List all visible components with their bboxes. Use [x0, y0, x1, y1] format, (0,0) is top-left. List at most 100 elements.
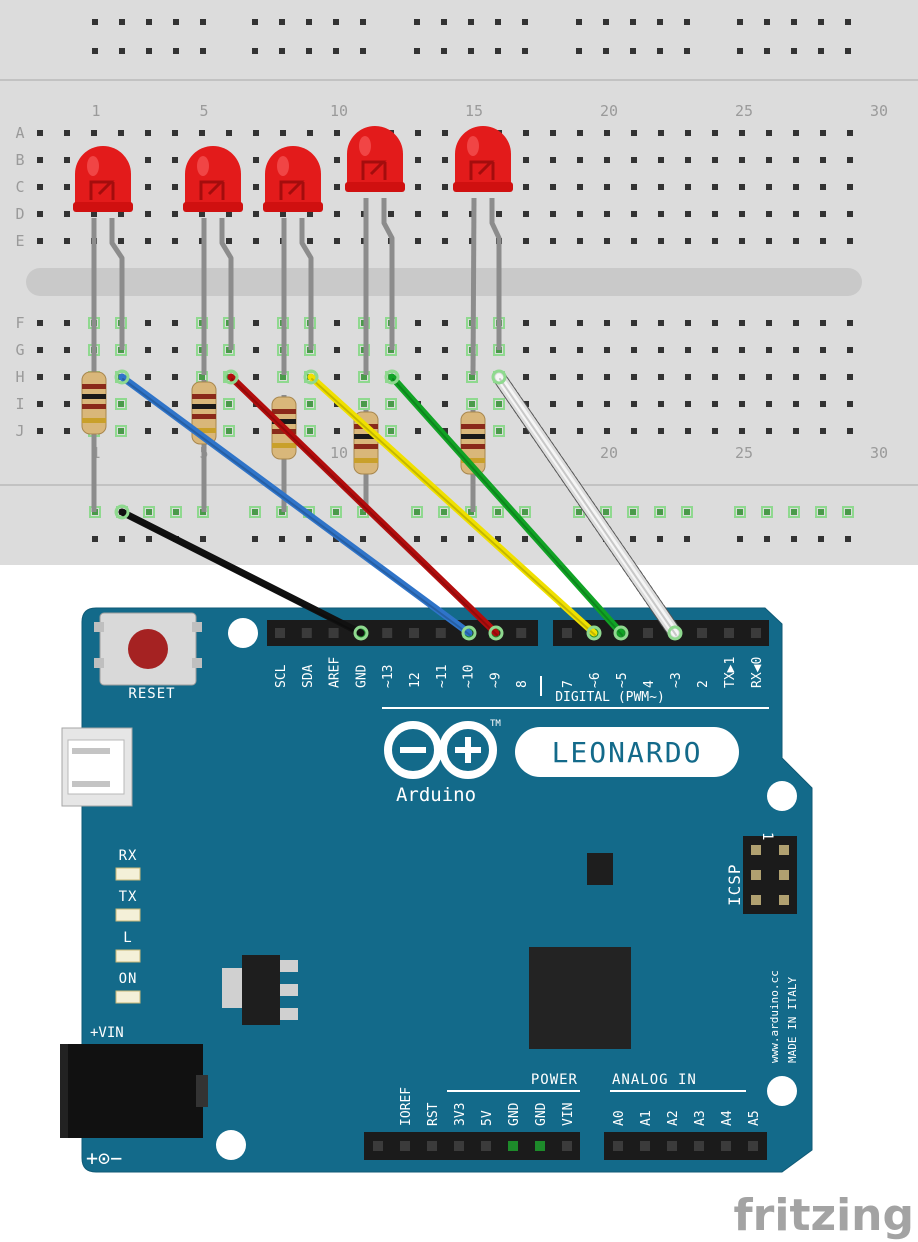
breadboard-hole — [442, 374, 448, 380]
breadboard-hole — [604, 401, 610, 407]
site-label: www.arduino.cc — [768, 970, 781, 1063]
reset-button-cap[interactable] — [128, 629, 168, 669]
connected-rail-highlight — [761, 506, 773, 518]
led-highlight — [467, 136, 479, 156]
breadboard-hole — [334, 374, 340, 380]
black-wire-shade — [122, 513, 363, 636]
breadboard-hole — [793, 374, 799, 380]
breadboard-hole — [145, 374, 151, 380]
digital-header-label: DIGITAL (PWM~) — [555, 690, 665, 705]
led-inner-frame — [89, 180, 115, 200]
breadboard-hole — [658, 184, 664, 190]
rail-hole — [279, 19, 285, 25]
breadboard-hole — [820, 320, 826, 326]
breadboard-hole — [253, 184, 259, 190]
led-anode-leg — [489, 198, 502, 350]
model-badge — [515, 727, 739, 777]
resistor-band — [354, 458, 378, 463]
digital-pin-label: TX▶1 — [723, 657, 738, 688]
breadboard-hole — [631, 320, 637, 326]
rail-hole — [522, 19, 528, 25]
breadboard-hole — [847, 238, 853, 244]
breadboard-hole — [442, 211, 448, 217]
breadboard-hole — [145, 157, 151, 163]
rail-hole — [603, 48, 609, 54]
wire-end — [223, 369, 239, 385]
breadboard-hole — [334, 130, 340, 136]
power-pin-label: 3V3 — [453, 1103, 468, 1126]
breadboard-hole — [64, 374, 70, 380]
breadboard-hole — [739, 238, 745, 244]
icsp-pin — [751, 845, 761, 855]
analog-pin-label: A3 — [693, 1110, 708, 1126]
connected-rail-hole — [764, 509, 770, 515]
led-anode-leg — [299, 218, 314, 350]
breadboard-hole — [604, 211, 610, 217]
column-number: 20 — [600, 102, 618, 120]
breadboard-hole — [820, 374, 826, 380]
rail-hole — [791, 19, 797, 25]
breadboard-hole — [820, 347, 826, 353]
analog-header — [604, 1132, 767, 1160]
breadboard-hole — [442, 238, 448, 244]
usb-connector — [61, 727, 133, 807]
digital-pin-label: 8 — [515, 680, 530, 688]
small-chip — [587, 853, 613, 885]
analog-pin-label: A0 — [612, 1110, 627, 1126]
rail-hole — [737, 536, 743, 542]
breadboard-hole — [523, 130, 529, 136]
jumper-wires — [114, 369, 683, 641]
breadboard-hole — [172, 238, 178, 244]
breadboard-hole — [604, 157, 610, 163]
rail-hole — [818, 48, 824, 54]
pin-socket — [640, 1141, 650, 1151]
breadboard-hole — [145, 320, 151, 326]
breadboard-hole — [793, 157, 799, 163]
breadboard-hole — [577, 184, 583, 190]
led-highlight — [277, 156, 289, 176]
rail-hole — [252, 536, 258, 542]
wire-end — [488, 625, 504, 641]
row-letter: E — [15, 232, 24, 250]
rail-hole — [441, 48, 447, 54]
rail-hole — [495, 536, 501, 542]
column-number: 30 — [870, 444, 888, 462]
breadboard-hole — [415, 374, 421, 380]
resistor-band — [354, 444, 378, 449]
pin-socket — [613, 1141, 623, 1151]
resistor-band — [82, 404, 106, 409]
breadboard-hole — [523, 428, 529, 434]
connected-hole — [199, 374, 205, 380]
breadboard-hole — [631, 211, 637, 217]
connected-hole — [226, 428, 232, 434]
breadboard-hole — [415, 238, 421, 244]
breadboard-hole — [766, 238, 772, 244]
rail-hole — [818, 19, 824, 25]
led-inner-frame — [361, 160, 387, 180]
breadboard-hole — [442, 157, 448, 163]
breadboard-hole — [523, 184, 529, 190]
reset-button[interactable] — [94, 612, 202, 686]
breadboard-hole — [658, 401, 664, 407]
made-in-label: MADE IN ITALY — [786, 977, 799, 1063]
pin-socket — [748, 1141, 758, 1151]
rail-hole — [845, 536, 851, 542]
breadboard-hole — [118, 238, 124, 244]
breadboard-hole — [766, 184, 772, 190]
rail-hole — [279, 536, 285, 542]
board-led-label: RX — [119, 848, 138, 864]
breadboard-hole — [64, 401, 70, 407]
white-wire — [495, 373, 679, 637]
breadboard-hole — [631, 428, 637, 434]
rail-hole — [200, 48, 206, 54]
trademark-label: TM — [490, 719, 501, 729]
connected-rail-highlight — [492, 506, 504, 518]
connected-rail-hole — [818, 509, 824, 515]
power-pin-label: GND — [534, 1102, 549, 1126]
breadboard-hole — [631, 401, 637, 407]
board-led-label: L — [123, 930, 132, 946]
breadboard-hole — [604, 320, 610, 326]
breadboard-hole — [442, 184, 448, 190]
breadboard-hole — [253, 320, 259, 326]
